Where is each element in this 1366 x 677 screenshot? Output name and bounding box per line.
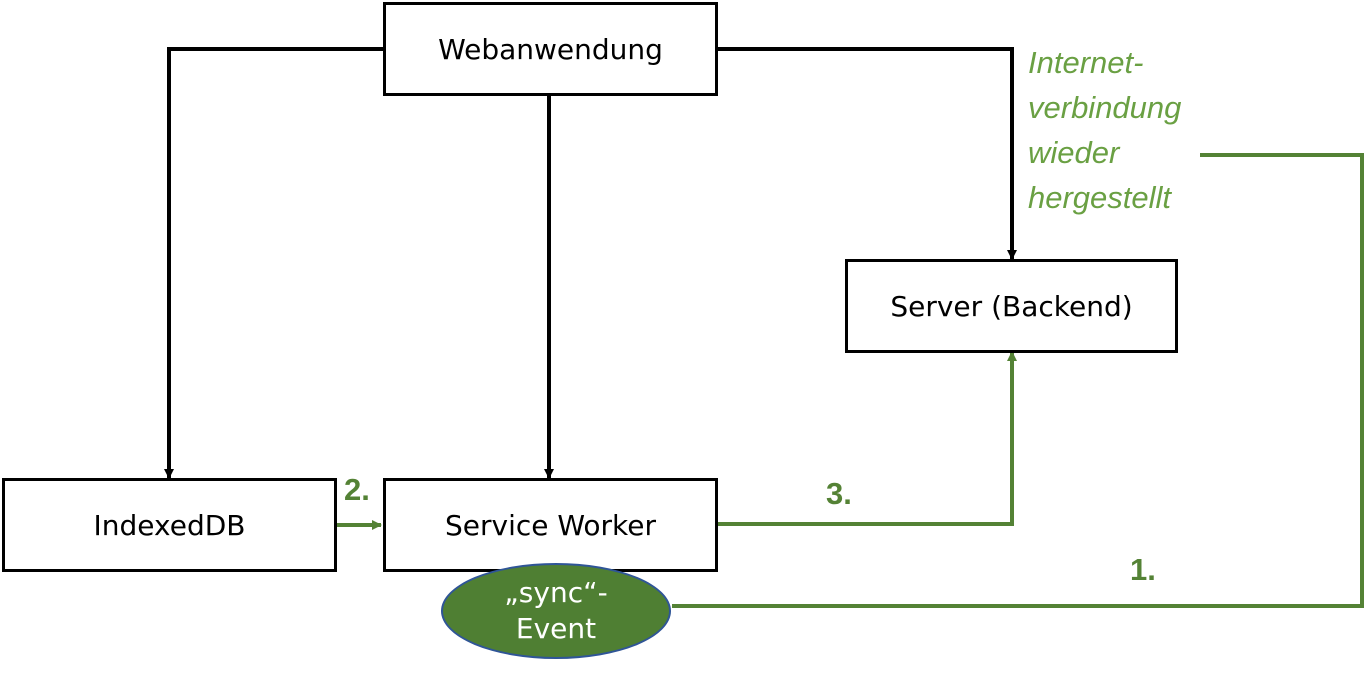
server-box: Server (Backend): [845, 259, 1178, 353]
indexeddb-label: IndexedDB: [93, 508, 246, 542]
service-worker-label: Service Worker: [444, 508, 657, 542]
step-2-label: 2.: [344, 472, 370, 507]
reconnect-annotation: Internet- verbindung wieder hergestellt: [1028, 40, 1181, 220]
annotation-line-1: Internet-: [1028, 45, 1144, 80]
arrow-step3-service-worker-to-server: [717, 351, 1017, 526]
webanwendung-box: Webanwendung: [383, 2, 718, 96]
sync-event-line2: Event: [515, 612, 597, 645]
arrow-webanwendung-to-indexeddb: [164, 47, 384, 479]
sync-event-ellipse: „sync“- Event: [441, 563, 671, 659]
sync-event-line1: „sync“-: [504, 576, 608, 609]
indexeddb-box: IndexedDB: [2, 478, 337, 572]
arrow-webanwendung-to-server: [717, 47, 1017, 260]
server-label: Server (Backend): [890, 289, 1133, 323]
step-3-label: 3.: [826, 476, 852, 511]
step-1-label: 1.: [1130, 552, 1156, 587]
annotation-line-4: hergestellt: [1028, 180, 1172, 215]
service-worker-box: Service Worker: [383, 478, 718, 572]
annotation-line-3: wieder: [1028, 135, 1120, 170]
webanwendung-label: Webanwendung: [438, 32, 663, 66]
arrow-step1-reconnect-to-sync-event: [672, 153, 1364, 608]
annotation-line-2: verbindung: [1028, 90, 1182, 125]
